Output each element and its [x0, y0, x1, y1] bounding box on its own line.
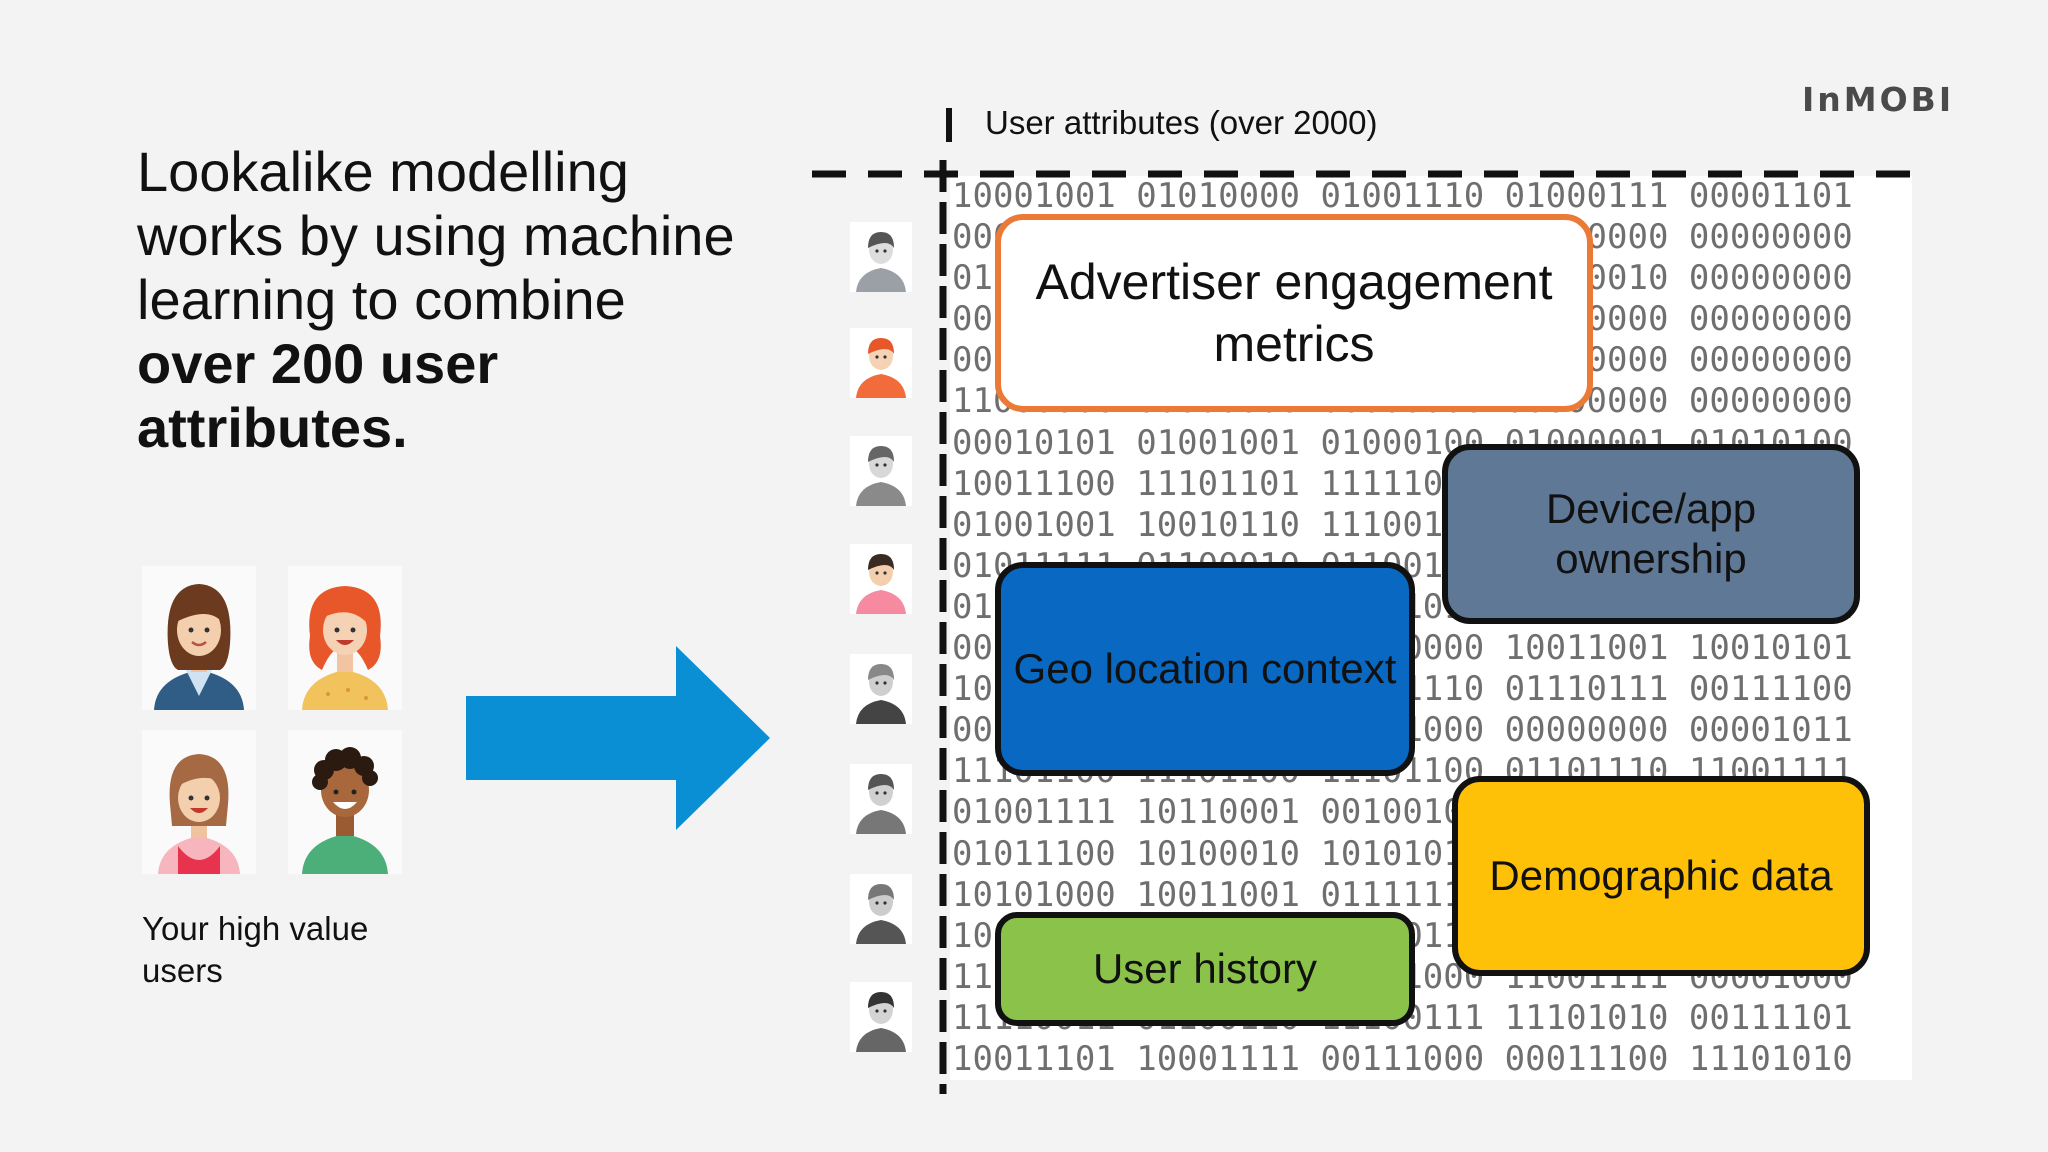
man-dark-shirt-icon	[850, 654, 912, 724]
geo-label: Geo location context	[1013, 645, 1397, 692]
headline: Lookalike modelling works by using machi…	[137, 140, 757, 460]
dashed-horizontal-line	[812, 170, 1910, 178]
dashed-vertical-line	[939, 160, 947, 1094]
woman-dark-hair-icon	[850, 544, 912, 614]
binary-row: 10011101 10001111 00111000 00011100 1110…	[952, 1038, 1853, 1079]
man-headset-icon	[850, 982, 912, 1052]
demographic-data-box: Demographic data	[1452, 776, 1870, 976]
woman-red-hair-icon	[850, 328, 912, 398]
history-label: User history	[1092, 945, 1318, 992]
users-caption: Your high value users	[142, 910, 369, 989]
user-photo-woman-blazer	[142, 566, 256, 710]
headline-text: Lookalike modelling works by using machi…	[137, 140, 735, 331]
binary-row: 10001001 01010000 01001110 01000111 0000…	[952, 176, 1853, 216]
demographic-label: Demographic data	[1489, 852, 1833, 899]
man-cap-icon	[850, 874, 912, 944]
advertiser-engagement-box: Advertiser engagement metrics	[995, 214, 1593, 412]
attributes-label: User attributes (over 2000)	[985, 104, 1378, 141]
user-photo-woman-pink	[142, 730, 256, 874]
advertiser-label: Advertiser engagement metrics	[1035, 254, 1553, 372]
right-arrow-icon	[466, 646, 770, 830]
label-tick	[946, 108, 952, 142]
user-photo-woman-red-hair	[288, 566, 402, 710]
man-goatee-icon	[850, 764, 912, 834]
headline-emphasis: over 200 user attributes.	[137, 332, 499, 459]
user-history-box: User history	[995, 912, 1415, 1026]
man-suit-icon	[850, 222, 912, 292]
device-label: Device/app ownership	[1545, 485, 1757, 582]
inmobi-logo: InMOBI	[1802, 80, 1955, 119]
geo-location-box: Geo location context	[995, 562, 1415, 776]
man-beard-icon	[850, 436, 912, 506]
device-app-ownership-box: Device/app ownership	[1442, 444, 1860, 624]
user-photo-man-curly-hair	[288, 730, 402, 874]
